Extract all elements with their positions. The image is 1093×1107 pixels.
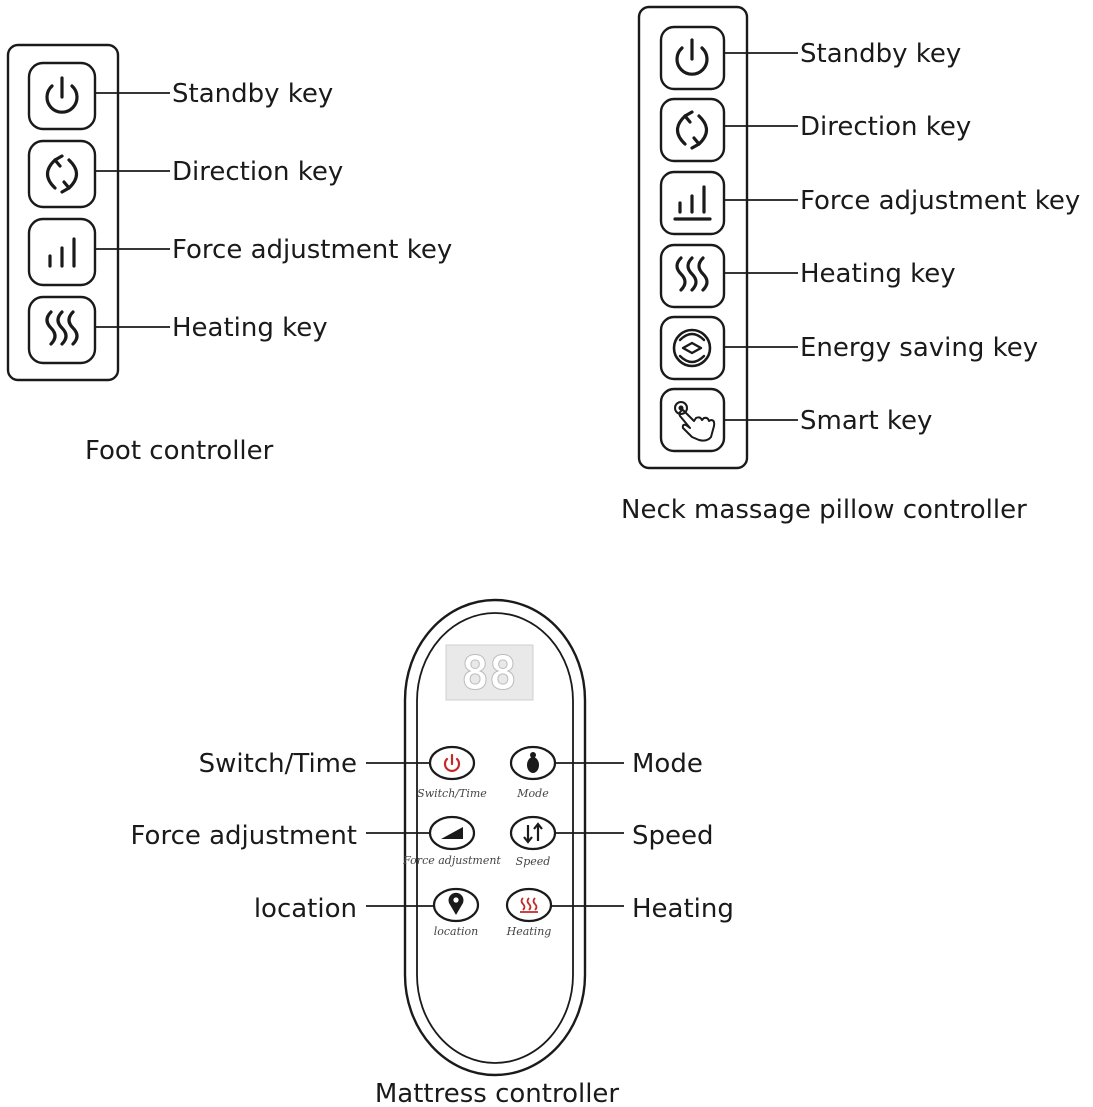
heat-waves-icon [45, 310, 79, 346]
neck-controller: Standby key Direction key Force adjustme… [621, 5, 1080, 525]
force-adjustment-button-text: Force adjustment [402, 854, 501, 867]
power-icon [45, 76, 79, 114]
neck-label-energy-saving: Energy saving key [800, 333, 1038, 363]
neck-standby-key[interactable] [659, 25, 726, 91]
switch-time-button-text: Switch/Time [417, 787, 487, 800]
neck-smart-key[interactable] [659, 387, 726, 453]
location-button-text: location [434, 925, 479, 938]
foot-controller-caption: Foot controller [85, 436, 274, 466]
power-icon [443, 753, 461, 772]
heat-waves-icon [675, 256, 709, 292]
energy-saving-icon [672, 328, 712, 368]
seven-segment-display: 88 [445, 644, 534, 701]
mattress-label-switch-time: Switch/Time [199, 749, 357, 779]
direction-icon [675, 110, 709, 150]
neck-label-standby: Standby key [800, 39, 961, 69]
neck-direction-key[interactable] [659, 97, 726, 163]
mode-button-text: Mode [516, 787, 549, 800]
mattress-label-heating: Heating [632, 894, 734, 924]
neck-energy-saving-key[interactable] [659, 315, 726, 381]
mattress-label-speed: Speed [632, 821, 714, 851]
foot-force-key[interactable] [27, 217, 97, 287]
touch-hand-icon [674, 401, 716, 442]
mode-button[interactable]: Mode [509, 745, 557, 800]
neck-label-force: Force adjustment key [800, 186, 1080, 216]
neck-controller-caption: Neck massage pillow controller [621, 495, 1027, 525]
mattress-controller-caption: Mattress controller [375, 1079, 620, 1107]
location-button[interactable]: location [432, 887, 480, 938]
switch-time-button[interactable]: Switch/Time [417, 745, 487, 800]
foot-label-standby: Standby key [172, 79, 333, 109]
mattress-remote-body [403, 598, 587, 1077]
foot-standby-key[interactable] [27, 61, 97, 131]
neck-heating-key[interactable] [659, 243, 726, 309]
mattress-label-force-adjustment: Force adjustment [131, 821, 357, 851]
bars-icon [673, 185, 712, 221]
neck-label-direction: Direction key [800, 112, 971, 142]
up-down-arrows-icon [523, 822, 543, 844]
power-icon [675, 38, 709, 76]
mattress-controller: 88 Switch/Time Mode Force adjust [131, 598, 734, 1107]
heating-button-text: Heating [506, 925, 552, 938]
ramp-icon [441, 827, 463, 839]
neck-label-smart: Smart key [800, 406, 932, 436]
bars-icon [48, 237, 76, 268]
map-pin-icon [448, 892, 464, 915]
neck-force-key[interactable] [659, 170, 726, 236]
speed-button[interactable]: Speed [509, 815, 557, 868]
heating-button[interactable]: Heating [506, 887, 553, 938]
foot-controller: Standby key Direction key Force adjustme… [6, 43, 452, 466]
foot-label-heating: Heating key [172, 313, 328, 343]
foot-heating-key[interactable] [27, 295, 97, 365]
speed-button-text: Speed [516, 855, 551, 868]
mode-icon [527, 752, 539, 773]
neck-label-heating: Heating key [800, 259, 956, 289]
display-readout: 88 [461, 646, 516, 700]
direction-icon [45, 154, 79, 194]
heat-waves-icon [520, 897, 538, 913]
foot-label-direction: Direction key [172, 157, 343, 187]
foot-direction-key[interactable] [27, 139, 97, 209]
foot-label-force: Force adjustment key [172, 235, 452, 265]
foot-controller-panel [6, 43, 120, 382]
mattress-label-location: location [254, 894, 357, 924]
mattress-label-mode: Mode [632, 749, 703, 779]
